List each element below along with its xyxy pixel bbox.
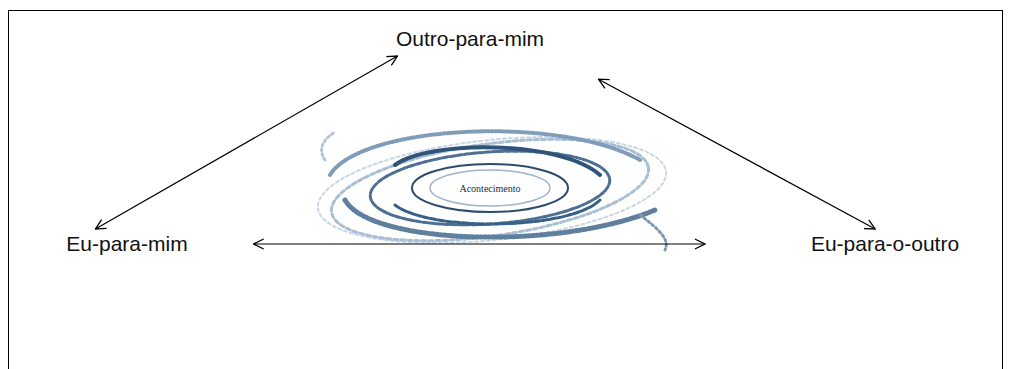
perspective-label: Outro-para-mim bbox=[390, 25, 550, 53]
double-arrow bbox=[599, 79, 876, 229]
node-text: Eu-para-o-outro bbox=[811, 232, 959, 256]
perspective-label: Eu-para-o-outro bbox=[805, 230, 965, 258]
double-arrow bbox=[95, 56, 397, 229]
node-text: Acontecimento bbox=[459, 183, 520, 194]
perspective-label: Eu-para-mim bbox=[60, 230, 193, 258]
node-text: Outro-para-mim bbox=[396, 27, 544, 51]
event-swirl: Acontecimento bbox=[453, 181, 526, 196]
double-arrow bbox=[254, 243, 705, 244]
node-text: Eu-para-mim bbox=[66, 232, 187, 256]
